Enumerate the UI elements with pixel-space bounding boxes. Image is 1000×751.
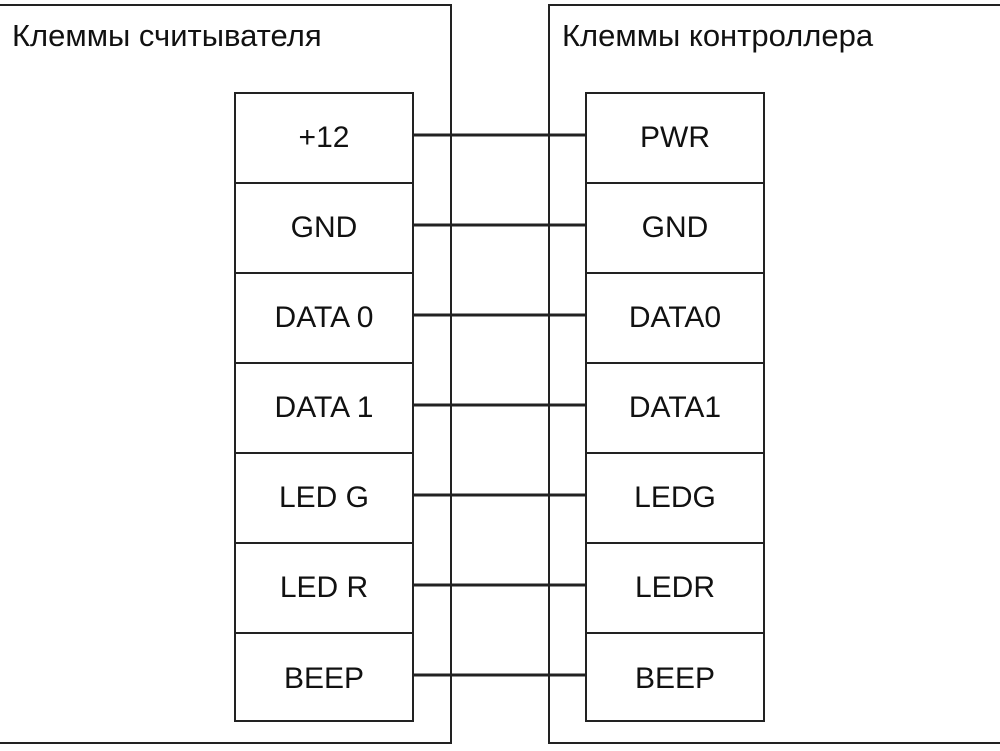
- controller-terminal-label: GND: [641, 211, 709, 244]
- reader-panel-top-edge: [0, 4, 452, 6]
- reader-terminal-row: DATA 0: [236, 274, 412, 364]
- controller-terminal-label: BEEP: [634, 662, 716, 695]
- controller-terminal-row: BEEP: [587, 634, 763, 724]
- reader-terminal-row: DATA 1: [236, 364, 412, 454]
- controller-terminal-row: LEDG: [587, 454, 763, 544]
- controller-terminal-row: LEDR: [587, 544, 763, 634]
- controller-panel-title: Клеммы контроллера: [562, 18, 874, 53]
- reader-terminal-block: +12 GND DATA 0 DATA 1 LED G LED R BEEP: [234, 92, 414, 722]
- controller-panel: [548, 4, 1000, 744]
- reader-terminal-row: GND: [236, 184, 412, 274]
- controller-terminal-label: DATA0: [628, 301, 722, 334]
- reader-terminal-label: GND: [290, 211, 358, 244]
- reader-terminal-label: LED R: [279, 571, 369, 604]
- reader-terminal-label: +12: [298, 121, 350, 154]
- reader-terminal-label: DATA 1: [274, 391, 374, 424]
- controller-terminal-label: PWR: [640, 121, 710, 154]
- reader-panel-title: Клеммы считывателя: [12, 18, 322, 53]
- reader-terminal-row: LED G: [236, 454, 412, 544]
- controller-terminal-row: DATA0: [587, 274, 763, 364]
- reader-terminal-label: DATA 0: [274, 301, 374, 334]
- controller-terminal-row: DATA1: [587, 364, 763, 454]
- reader-panel: [0, 4, 452, 744]
- controller-terminal-block: PWR GND DATA0 DATA1 LEDG LEDR BEEP: [585, 92, 765, 722]
- reader-terminal-row: BEEP: [236, 634, 412, 724]
- controller-terminal-row: GND: [587, 184, 763, 274]
- reader-terminal-label: BEEP: [283, 662, 365, 695]
- controller-terminal-label: LEDG: [634, 481, 716, 514]
- controller-terminal-label: DATA1: [628, 391, 722, 424]
- controller-terminal-row: PWR: [587, 94, 763, 184]
- reader-terminal-row: +12: [236, 94, 412, 184]
- controller-terminal-label: LEDR: [634, 571, 716, 604]
- reader-terminal-row: LED R: [236, 544, 412, 634]
- controller-panel-top-edge: [548, 4, 1000, 6]
- reader-terminal-label: LED G: [278, 481, 370, 514]
